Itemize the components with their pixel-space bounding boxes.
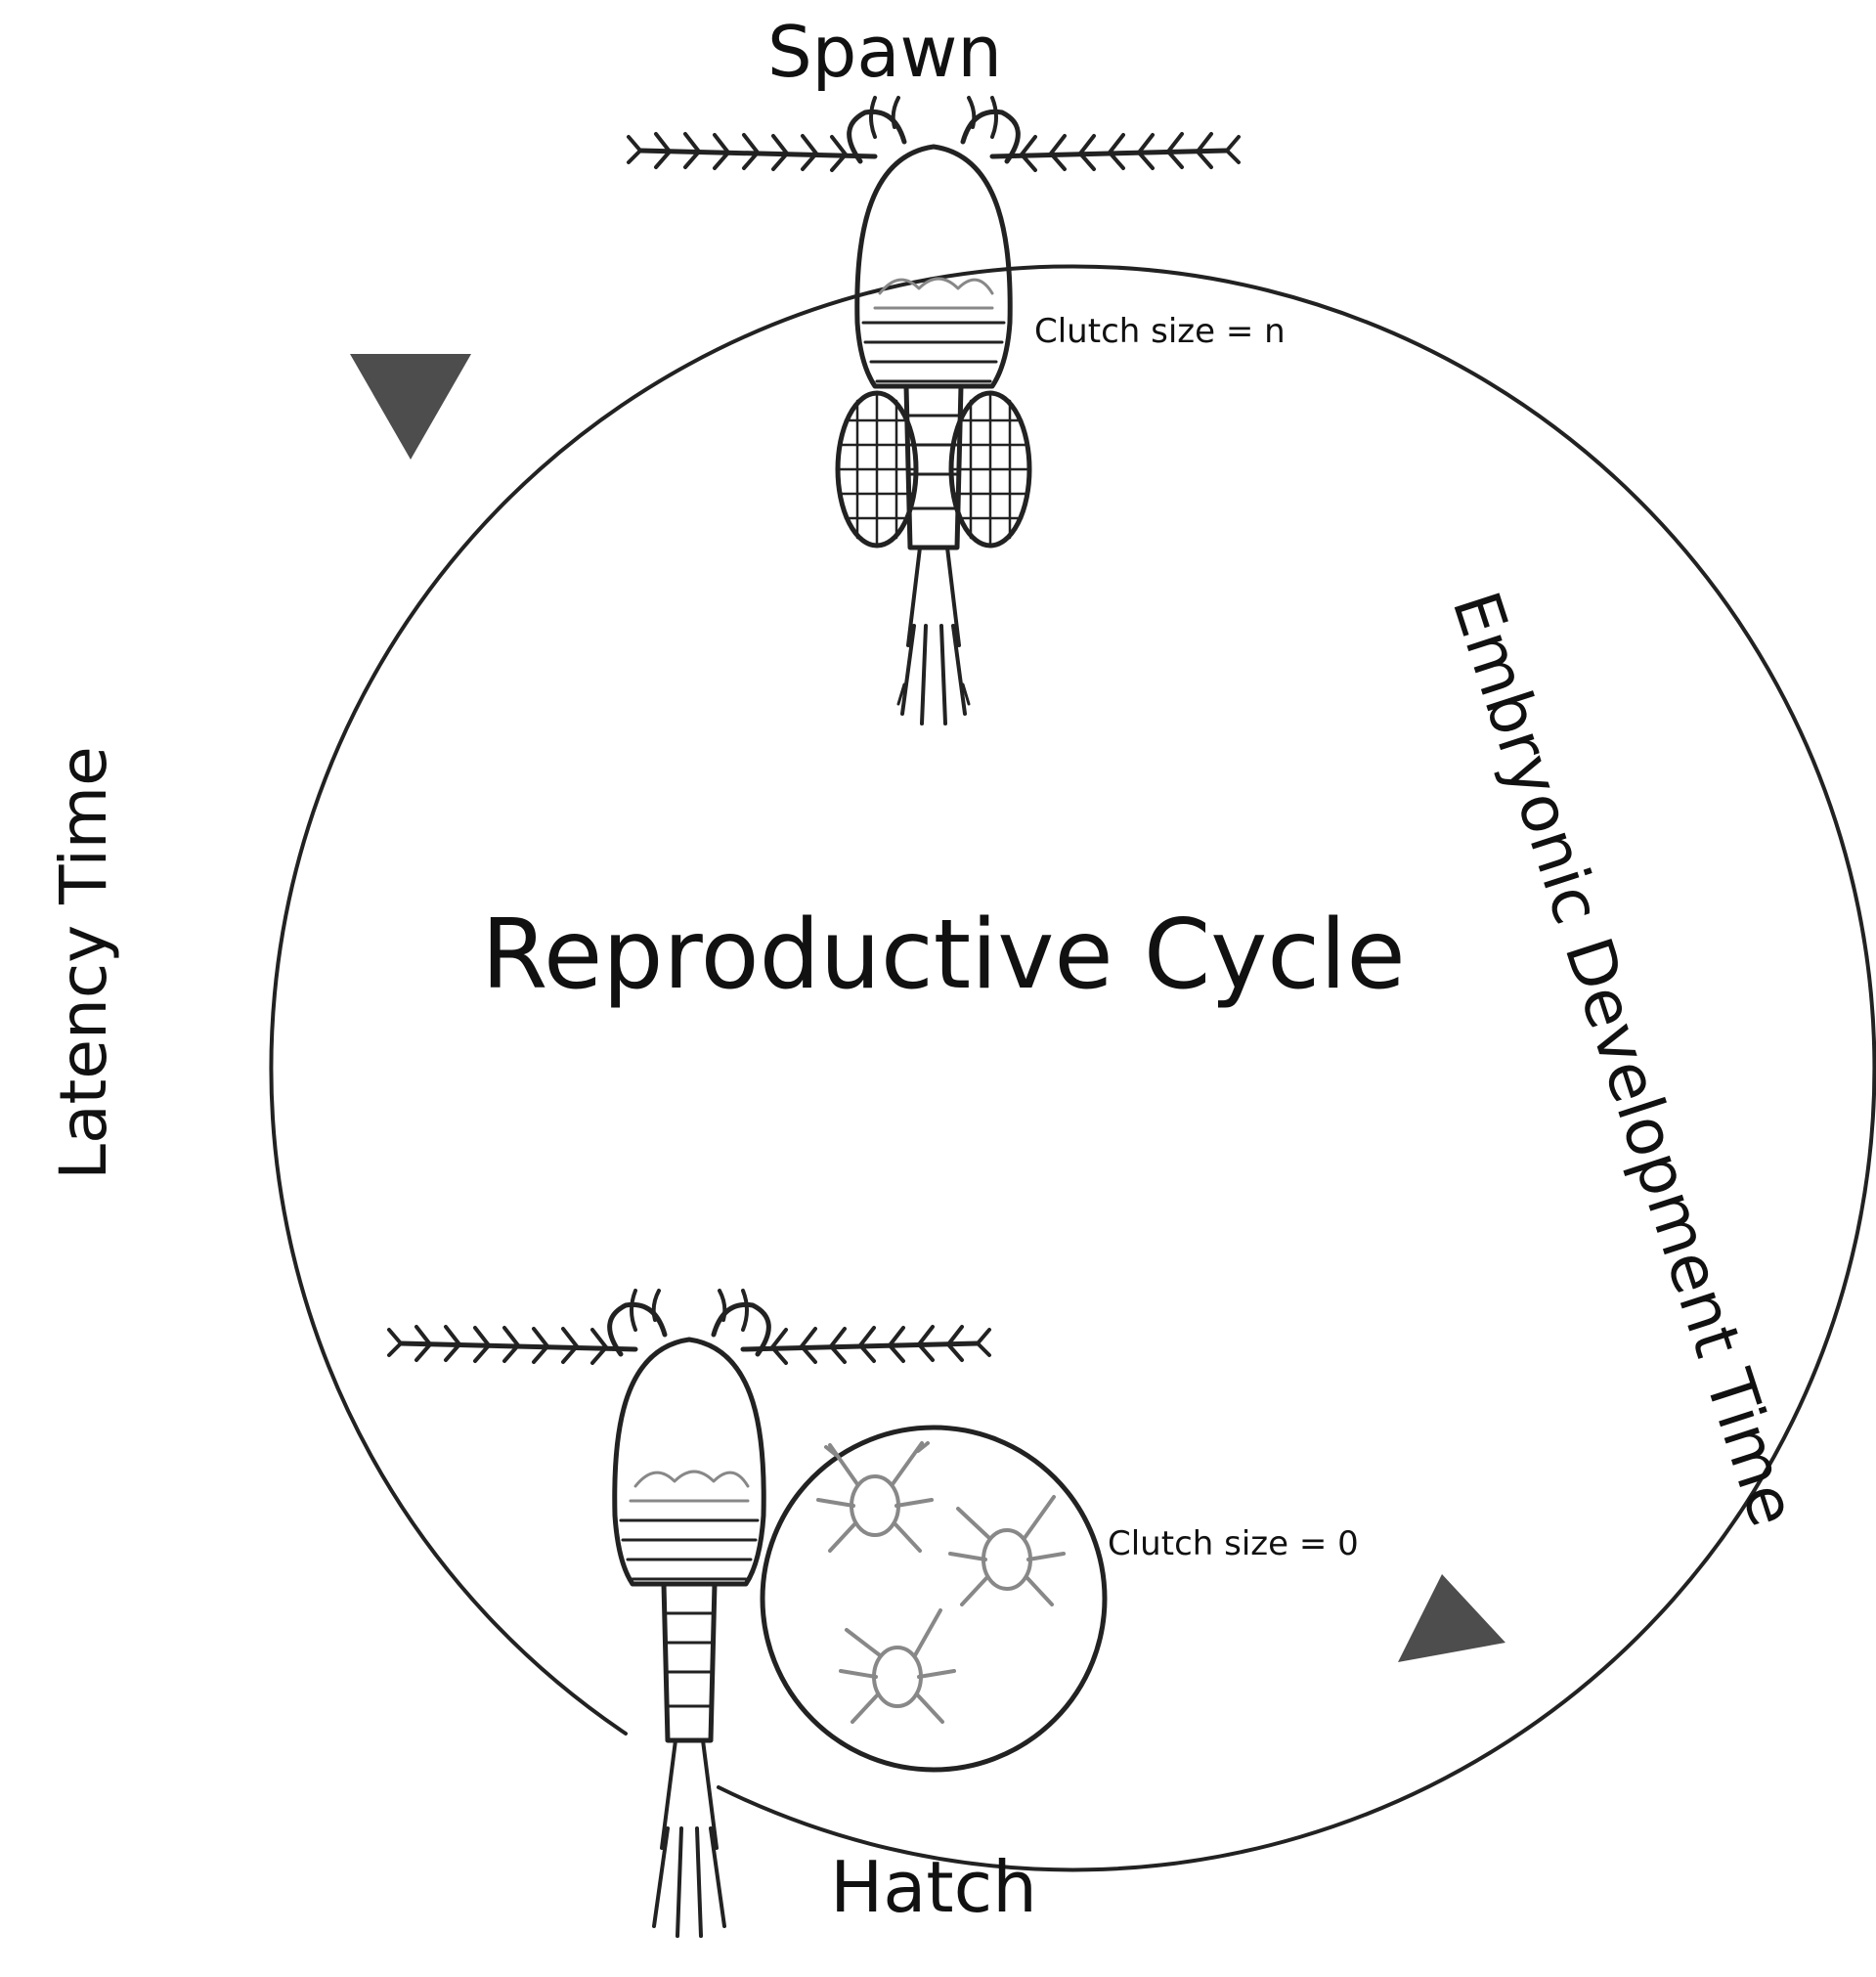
copepod-with-egg-sacs-icon bbox=[629, 96, 1239, 725]
clutch-label-spawn: Clutch size = n bbox=[1034, 312, 1286, 351]
cycle-circle bbox=[269, 264, 1876, 1872]
diagram-title: Reproductive Cycle bbox=[481, 900, 1405, 1011]
arc-label-embryonic: Embryonic Development Time bbox=[1437, 583, 1811, 1535]
clutch-label-hatch: Clutch size = 0 bbox=[1108, 1524, 1359, 1563]
stage-label-hatch: Hatch bbox=[830, 1846, 1037, 1928]
arc-label-latency: Latency Time bbox=[46, 746, 121, 1179]
latency-arrow-icon bbox=[350, 354, 471, 460]
stage-label-spawn: Spawn bbox=[767, 11, 1002, 93]
embryonic-arrow-icon bbox=[1398, 1574, 1505, 1662]
nauplii-circle-icon bbox=[760, 1425, 1108, 1773]
copepod-without-egg-sacs-icon bbox=[389, 1289, 989, 1938]
